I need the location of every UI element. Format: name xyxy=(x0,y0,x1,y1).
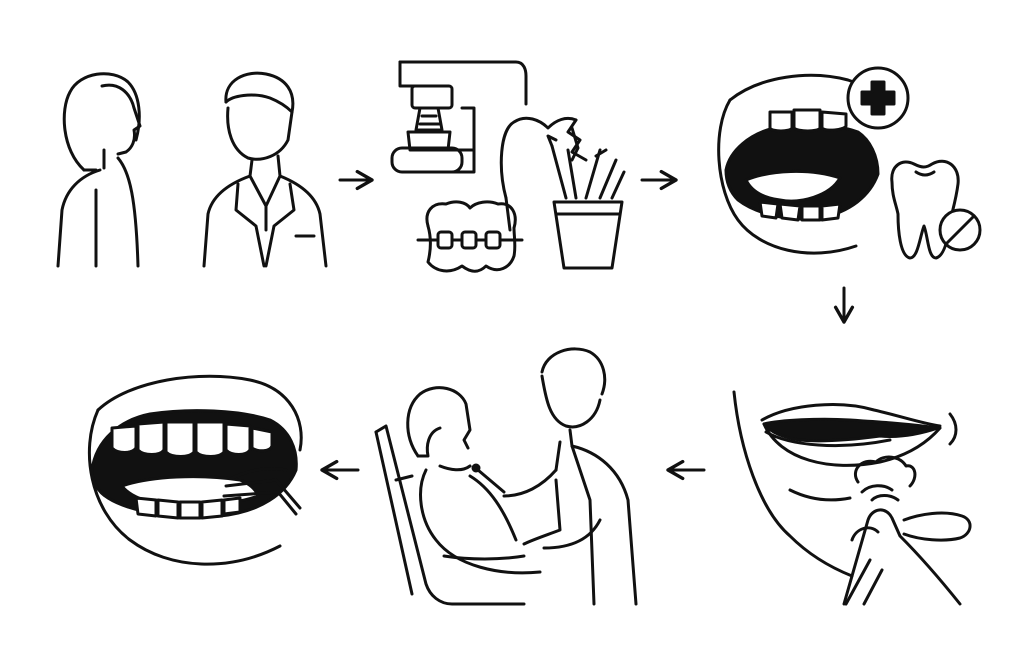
braces-icon xyxy=(416,200,524,273)
patient-icon xyxy=(406,386,542,575)
step-cleaning xyxy=(87,374,303,566)
dental-xray-icon xyxy=(390,60,528,174)
open-mouth-icon xyxy=(87,374,303,566)
pill-icon xyxy=(938,208,982,252)
dental-chair-icon xyxy=(374,424,526,606)
mirror-icon xyxy=(471,463,506,494)
step-denture-fitting xyxy=(732,390,972,606)
step-consultation xyxy=(56,71,328,268)
instrument-cup-icon xyxy=(546,126,626,270)
step-oral-exam xyxy=(717,66,982,260)
step-treatment-tools xyxy=(390,60,626,273)
open-mouth-icon xyxy=(717,73,892,255)
step-dental-checkup xyxy=(374,347,638,606)
hand-icon xyxy=(842,508,962,606)
smiling-mouth-icon xyxy=(732,390,958,578)
dentist-icon xyxy=(502,347,638,606)
patient-icon xyxy=(56,72,142,268)
denture-icon xyxy=(853,455,972,542)
medical-cross-icon xyxy=(846,66,910,130)
dentist-icon xyxy=(202,71,328,268)
dental-probe-icon xyxy=(222,466,302,516)
